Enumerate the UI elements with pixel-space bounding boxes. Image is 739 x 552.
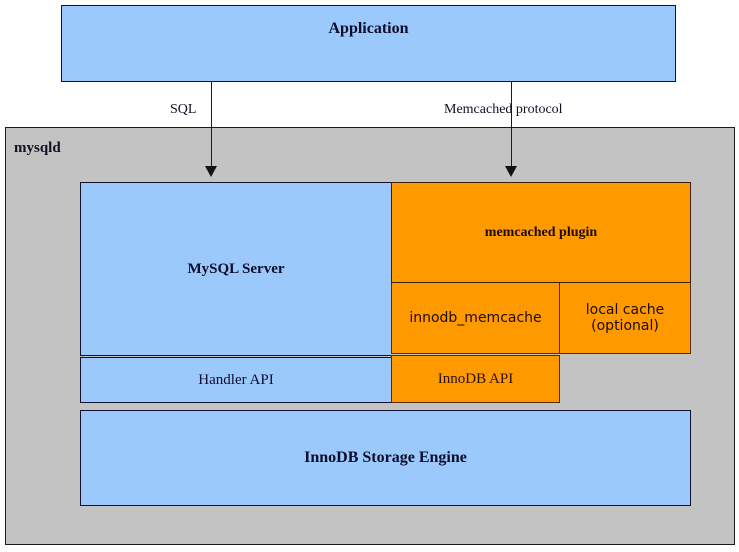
local-cache-box: local cache (optional) <box>560 283 691 354</box>
memcached-plugin-box: memcached plugin <box>391 182 691 283</box>
innodb-memcache-label: innodb_memcache <box>409 310 542 326</box>
handler-api-box: Handler API <box>80 357 391 403</box>
memcached-plugin-label: memcached plugin <box>484 224 598 240</box>
mysql-server-label: MySQL Server <box>187 260 285 277</box>
mysqld-label: mysqld <box>14 140 61 156</box>
innodb-memcache-box: innodb_memcache <box>391 283 560 354</box>
local-cache-label-line1: local cache <box>585 301 665 318</box>
local-cache-label-line2: (optional) <box>591 318 659 334</box>
application-box: Application <box>61 5 676 82</box>
innodb-api-box: InnoDB API <box>391 355 560 403</box>
sql-connector-label: SQL <box>170 102 197 117</box>
application-label: Application <box>328 19 409 37</box>
sql-arrow-head <box>205 166 217 177</box>
innodb-api-label: InnoDB API <box>437 370 514 387</box>
mysql-server-box: MySQL Server <box>80 182 391 356</box>
sql-connector-line <box>211 82 212 167</box>
memcached-connector-line <box>511 82 512 167</box>
memcached-connector-label: Memcached protocol <box>444 102 563 117</box>
innodb-storage-engine-box: InnoDB Storage Engine <box>80 410 691 506</box>
innodb-storage-engine-label: InnoDB Storage Engine <box>304 449 467 466</box>
handler-api-label: Handler API <box>198 371 274 388</box>
memcached-arrow-head <box>505 166 517 177</box>
